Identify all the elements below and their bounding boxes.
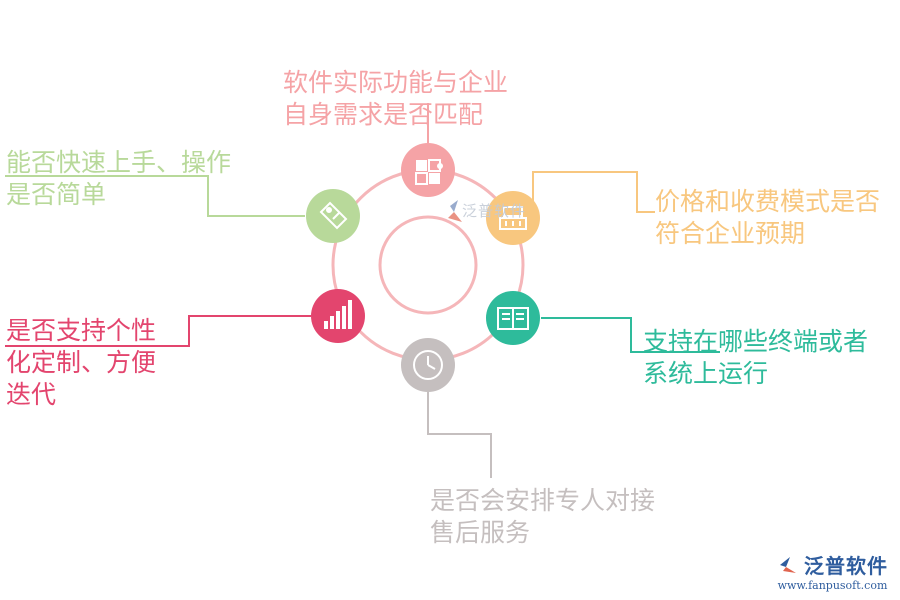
- label-upper-left-line-2: 是否简单: [6, 180, 107, 209]
- label-top-line-1: 软件实际功能与企业: [283, 68, 509, 97]
- label-bottom-line-1: 是否会安排专人对接: [430, 486, 656, 515]
- label-lower-left: 是否支持个性 化定制、方便 迭代: [6, 315, 156, 411]
- node-upper-right: [486, 191, 540, 245]
- connector-lower-right: [541, 317, 720, 353]
- label-lower-right-line-1: 支持在哪些终端或者: [643, 327, 869, 356]
- label-top-line-2: 自身需求是否匹配: [283, 100, 484, 129]
- label-top: 软件实际功能与企业 自身需求是否匹配: [283, 67, 508, 131]
- label-upper-left-line-1: 能否快速上手、操作: [6, 148, 232, 177]
- node-lower-right: [486, 291, 540, 345]
- puzzle-icon: [415, 159, 443, 185]
- label-upper-left: 能否快速上手、操作 是否简单: [6, 147, 231, 211]
- connector-lower-left: [5, 315, 311, 347]
- label-lower-left-line-1: 是否支持个性: [6, 316, 157, 345]
- label-upper-right-line-1: 价格和收费模式是否: [655, 187, 881, 216]
- label-bottom-line-2: 售后服务: [430, 518, 531, 547]
- label-lower-right-line-2: 系统上运行: [643, 359, 769, 388]
- tag-icon: [319, 201, 348, 230]
- label-upper-right: 价格和收费模式是否 符合企业预期: [655, 186, 880, 250]
- brand-mark-icon: [780, 556, 796, 573]
- connector-bottom: [427, 392, 492, 478]
- label-bottom: 是否会安排专人对接 售后服务: [430, 485, 655, 549]
- node-lower-left: [311, 289, 365, 343]
- label-lower-left-line-3: 迭代: [6, 380, 57, 409]
- node-bottom: [401, 338, 455, 392]
- inner-ring: [378, 215, 478, 315]
- label-lower-right: 支持在哪些终端或者 系统上运行: [643, 326, 868, 390]
- connector-upper-right: [532, 171, 655, 213]
- connector-upper-left: [5, 175, 305, 217]
- watermark-logo-icon: [448, 200, 462, 222]
- bar-chart-icon: [324, 300, 352, 329]
- clock-icon: [413, 350, 443, 380]
- label-lower-left-line-2: 化定制、方便: [6, 348, 157, 377]
- node-top: [401, 143, 455, 197]
- node-upper-left: [306, 189, 360, 243]
- label-upper-right-line-2: 符合企业预期: [655, 219, 806, 248]
- center-watermark: 泛普软件: [462, 202, 527, 220]
- brand-url: www.fanpusoft.com: [777, 579, 888, 592]
- brand-logo: 泛普软件 www.fanpusoft.com: [777, 550, 888, 592]
- open-book-icon: [497, 307, 529, 330]
- brand-name: 泛普软件: [804, 554, 888, 578]
- cash-register-icon: [499, 206, 527, 230]
